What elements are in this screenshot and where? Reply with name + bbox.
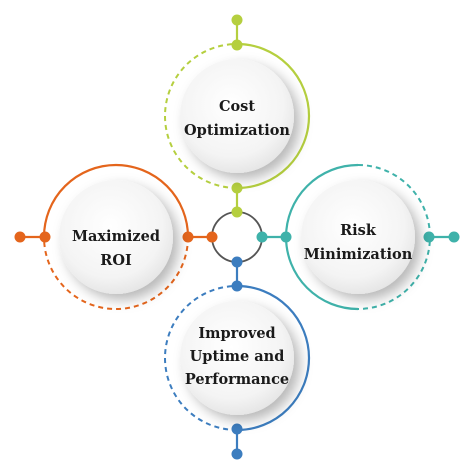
node-disc-risk: [301, 180, 415, 294]
node-label-uptime-0: Improved: [198, 325, 275, 342]
node-label-uptime-1: Uptime and: [190, 348, 285, 365]
connector-dot-roi-1: [39, 231, 51, 243]
connector-risk: [256, 163, 460, 311]
node-disc-roi: [59, 180, 173, 294]
connector-dot-roi-3: [206, 231, 218, 243]
connector-roi: [14, 163, 218, 310]
connector-dot-risk-3: [448, 231, 460, 243]
connector-dot-uptime-0: [231, 256, 243, 268]
connector-dot-cost-0: [231, 14, 243, 26]
connector-dot-cost-2: [231, 182, 243, 194]
connector-dot-risk-2: [423, 231, 435, 243]
node-label-roi-0: Maximized: [72, 228, 160, 245]
connector-cost: [164, 14, 311, 218]
connector-dot-cost-3: [231, 206, 243, 218]
ring-solid-cost: [236, 42, 311, 190]
connector-dot-uptime-3: [231, 448, 243, 460]
connector-dot-uptime-1: [231, 280, 243, 292]
node-label-risk-1: Minimization: [304, 246, 413, 263]
connector-dot-roi-0: [14, 231, 26, 243]
node-disc-cost: [180, 59, 294, 173]
node-label-roi-1: ROI: [100, 252, 132, 269]
ring-dashed-uptime: [164, 285, 238, 431]
connector-dot-risk-1: [280, 231, 292, 243]
node-label-cost-1: Optimization: [184, 122, 290, 139]
node-label-risk-0: Risk: [340, 222, 377, 239]
ring-solid-roi: [42, 163, 190, 238]
connector-uptime: [164, 256, 311, 460]
connector-dot-cost-1: [231, 39, 243, 51]
node-disc-uptime: [180, 301, 294, 415]
node-label-uptime-2: Performance: [185, 371, 289, 388]
connector-layer: [14, 14, 460, 460]
ring-dashed-roi: [43, 236, 189, 310]
ring-solid-uptime: [236, 284, 311, 432]
connector-dot-roi-2: [182, 231, 194, 243]
ring-dashed-cost: [164, 43, 238, 189]
center-ring: [211, 211, 263, 263]
connector-dot-risk-0: [256, 231, 268, 243]
node-label-cost-0: Cost: [219, 98, 255, 115]
connector-dot-uptime-2: [231, 423, 243, 435]
